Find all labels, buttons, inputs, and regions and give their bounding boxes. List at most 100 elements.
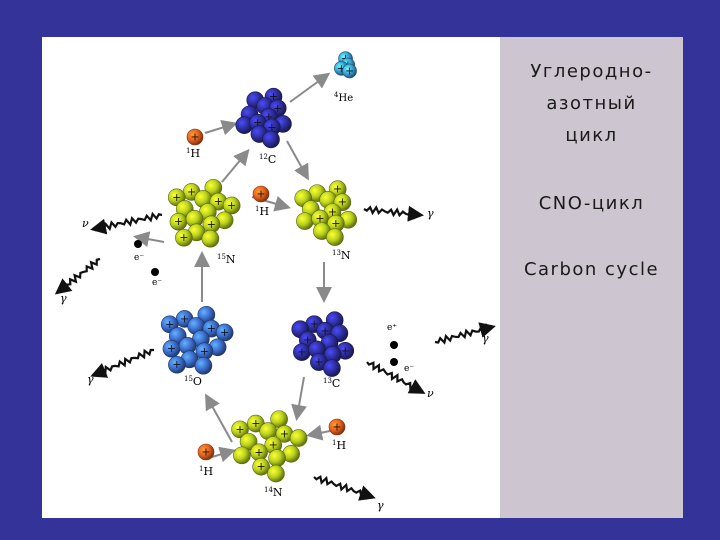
- plus-sign: +: [251, 417, 260, 430]
- e-minus-label-c13: e⁻: [404, 364, 414, 374]
- cno-cycle-diagram: ++++++++++++++++++++++++++++++++++++++++…: [42, 37, 500, 518]
- plus-sign: +: [303, 334, 312, 347]
- plus-sign: +: [172, 191, 181, 204]
- svg-text:+: +: [201, 446, 210, 459]
- nucleus-c13: ++++++: [291, 311, 355, 377]
- nucleon: [222, 196, 241, 215]
- label-n13: 13N: [332, 249, 351, 262]
- nu-label-n15: ν: [82, 217, 89, 230]
- plus-sign: +: [267, 121, 276, 134]
- plus-sign: +: [235, 423, 244, 436]
- plus-sign: +: [253, 116, 262, 129]
- plus-sign: +: [333, 183, 342, 196]
- nucleon: [267, 464, 285, 483]
- svg-text:+: +: [332, 421, 341, 434]
- gamma-label-left: γ: [60, 292, 67, 305]
- caption-panel: Углеродно- азотный цикл CNO-цикл Carbon …: [500, 37, 683, 518]
- nucleus-n14: ++++++: [231, 410, 308, 483]
- plus-sign: +: [179, 231, 188, 244]
- arrow-proton-to-n14-right: [306, 424, 331, 441]
- reaction-arrows: [133, 72, 332, 463]
- plus-sign: +: [254, 446, 263, 459]
- plus-sign: +: [269, 439, 278, 452]
- nucleon: [168, 355, 186, 374]
- nucleon: [175, 228, 193, 247]
- plus-sign: +: [328, 206, 337, 219]
- wave-gamma-n13: [363, 205, 419, 220]
- svg-text:+: +: [190, 131, 199, 144]
- nucleon: [252, 457, 270, 476]
- arrow-c13-to-n14: [291, 376, 307, 421]
- plus-sign: +: [220, 326, 229, 339]
- plus-sign: +: [280, 427, 289, 440]
- label-proton-bottom-left: 1H: [199, 465, 213, 478]
- plus-sign: +: [338, 196, 347, 209]
- label-n14: 14N: [264, 486, 283, 499]
- electron-c13: [390, 358, 398, 366]
- wave-gamma-bottom: [313, 475, 372, 500]
- label-proton-bottom-right: 1H: [332, 439, 346, 452]
- gamma-label-right-c13: γ: [482, 332, 489, 345]
- nucleus-clusters: ++++++++++++++++++++++++++++++++++++++++…: [134, 51, 398, 483]
- slide: ++++++++++++++++++++++++++++++++++++++++…: [42, 37, 683, 518]
- plus-sign: +: [165, 318, 174, 331]
- plus-sign: +: [257, 460, 266, 473]
- label-proton-top: 1H: [186, 147, 200, 160]
- plus-sign: +: [180, 312, 189, 325]
- arrow-c12-to-n13: [286, 140, 309, 181]
- caption-cno-cycle: CNO-цикл: [538, 193, 645, 214]
- nucleus-he4: ++++: [334, 51, 357, 79]
- plus-sign: +: [172, 358, 181, 371]
- proton-bottom-left: +: [197, 443, 215, 461]
- nucleus-n13: +++++: [294, 180, 358, 246]
- emission-waves: [54, 205, 496, 501]
- electron-n15-upper: [134, 240, 142, 248]
- plus-sign: +: [187, 185, 196, 198]
- arrow-n15-to-c12: [221, 148, 250, 183]
- plus-sign: +: [314, 356, 323, 369]
- plus-sign: +: [264, 111, 273, 124]
- nucleon: [326, 228, 344, 246]
- plus-sign: +: [227, 199, 236, 212]
- label-n15: 15N: [217, 253, 236, 266]
- cno-cycle-svg: ++++++++++++++++++++++++++++++++++++++++…: [54, 51, 496, 512]
- caption-title-line1: Углеродно-: [530, 61, 653, 82]
- nucleon: [289, 429, 308, 447]
- plus-sign: +: [331, 217, 340, 230]
- arrow-c12-to-he4: [289, 72, 331, 103]
- label-o15: 15O: [184, 375, 202, 388]
- plus-sign: +: [341, 344, 350, 357]
- plus-sign: +: [200, 345, 209, 358]
- nucleon: [194, 356, 213, 375]
- plus-sign: +: [320, 324, 329, 337]
- plus-sign: +: [269, 90, 278, 103]
- e-plus-label-c13: e⁺: [387, 323, 397, 333]
- nucleon: [342, 63, 357, 79]
- nucleus-o15: +++++++: [160, 305, 234, 375]
- nucleon: [262, 130, 280, 149]
- arrow-n15-to-n15e: [133, 231, 165, 248]
- label-c12: 12C: [259, 153, 276, 166]
- nucleon: [231, 420, 249, 439]
- plus-sign: +: [345, 64, 354, 77]
- nucleon: [323, 359, 341, 377]
- positron-c13: [390, 341, 398, 349]
- plus-sign: +: [207, 218, 216, 231]
- nu-label-c13: ν: [427, 387, 434, 400]
- plus-sign: +: [337, 62, 346, 75]
- label-he4: 4He: [334, 91, 353, 104]
- nucleon: [233, 446, 251, 465]
- wave-gamma-o15: [95, 348, 154, 376]
- wave-nu-n15: [93, 211, 163, 232]
- proton-bottom-right: +: [328, 418, 346, 436]
- electron-n15-lower: [151, 268, 159, 276]
- svg-text:+: +: [256, 188, 265, 201]
- plus-sign: +: [214, 195, 223, 208]
- plus-sign: +: [207, 322, 216, 335]
- proton-top: +: [186, 128, 204, 146]
- plus-sign: +: [315, 212, 324, 225]
- nucleon: [296, 212, 314, 230]
- nucleon: [201, 229, 220, 248]
- caption-title-line3: цикл: [565, 125, 618, 146]
- plus-sign: +: [310, 318, 319, 331]
